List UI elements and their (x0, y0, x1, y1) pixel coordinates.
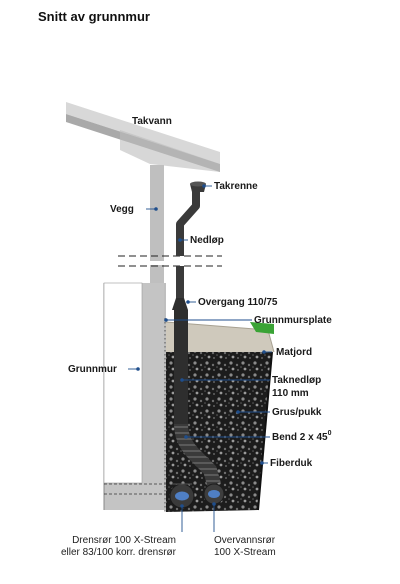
label-drens-1: Drensrør 100 X-Stream (72, 535, 176, 546)
label-grus: Grus/pukk (272, 407, 322, 418)
label-grunnmursplate: Grunnmursplate (254, 315, 332, 326)
label-taknedlop-1: Taknedløp (272, 375, 321, 386)
label-drens-2: eller 83/100 korr. drensrør (61, 547, 177, 558)
label-overvann-2: 100 X-Stream (214, 547, 276, 558)
fiber-cloth (257, 351, 273, 511)
topsoil (166, 322, 274, 352)
label-nedlop: Nedløp (190, 235, 224, 246)
label-bend: Bend 2 x 450 (272, 430, 332, 443)
label-takrenne: Takrenne (214, 181, 258, 192)
label-overgang: Overgang 110/75 (198, 297, 278, 308)
membrane-green (250, 322, 274, 334)
label-matjord: Matjord (276, 347, 312, 358)
break-lines (118, 255, 222, 267)
roof (66, 102, 220, 172)
gravel-fill (166, 350, 272, 512)
label-overvann-1: Overvannsrør (214, 535, 276, 546)
diagram-title: Snitt av grunnmur (38, 9, 150, 24)
downpipe (172, 181, 225, 505)
label-takvann: Takvann (132, 116, 172, 127)
label-grunnmur: Grunnmur (68, 364, 117, 375)
label-bend-degree: 0 (328, 430, 332, 437)
label-vegg: Vegg (110, 204, 134, 215)
label-taknedlop-2: 110 mm (272, 388, 309, 399)
interior (103, 282, 143, 484)
upper-wall (150, 165, 164, 261)
label-fiberduk: Fiberduk (270, 458, 313, 469)
